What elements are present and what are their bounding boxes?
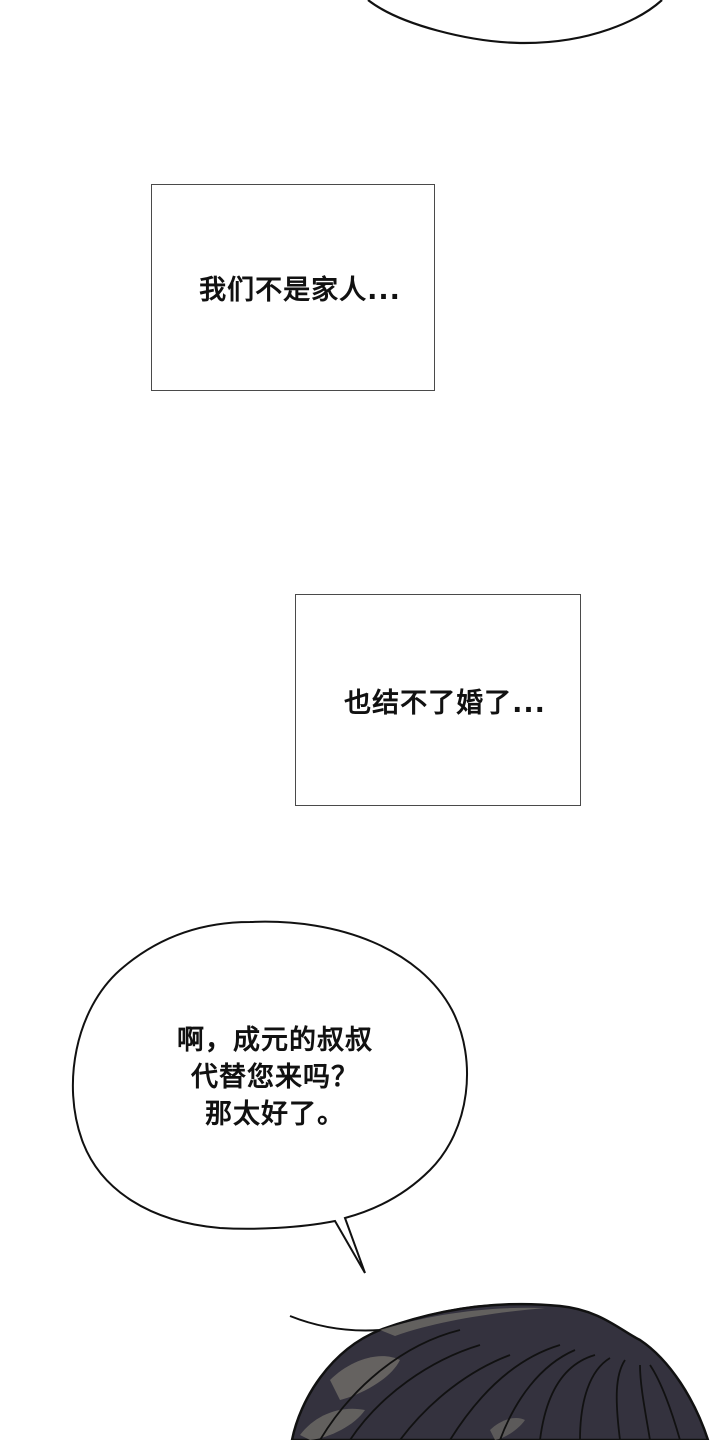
narration-text-1: 我们不是家人...	[199, 275, 401, 306]
narration-box-2: 也结不了婚了...	[295, 594, 581, 806]
speech-line-2: 代替您来吗？	[191, 1062, 359, 1093]
speech-line-3: 那太好了。	[205, 1099, 345, 1130]
narration-text-2: 也结不了婚了...	[344, 687, 546, 719]
narration-box-1: 我们不是家人...	[151, 184, 435, 391]
speech-line-1: 啊，成元的叔叔	[177, 1025, 373, 1056]
speech-bubble-text: 啊，成元的叔叔 代替您来吗？ 那太好了。	[100, 1022, 450, 1133]
